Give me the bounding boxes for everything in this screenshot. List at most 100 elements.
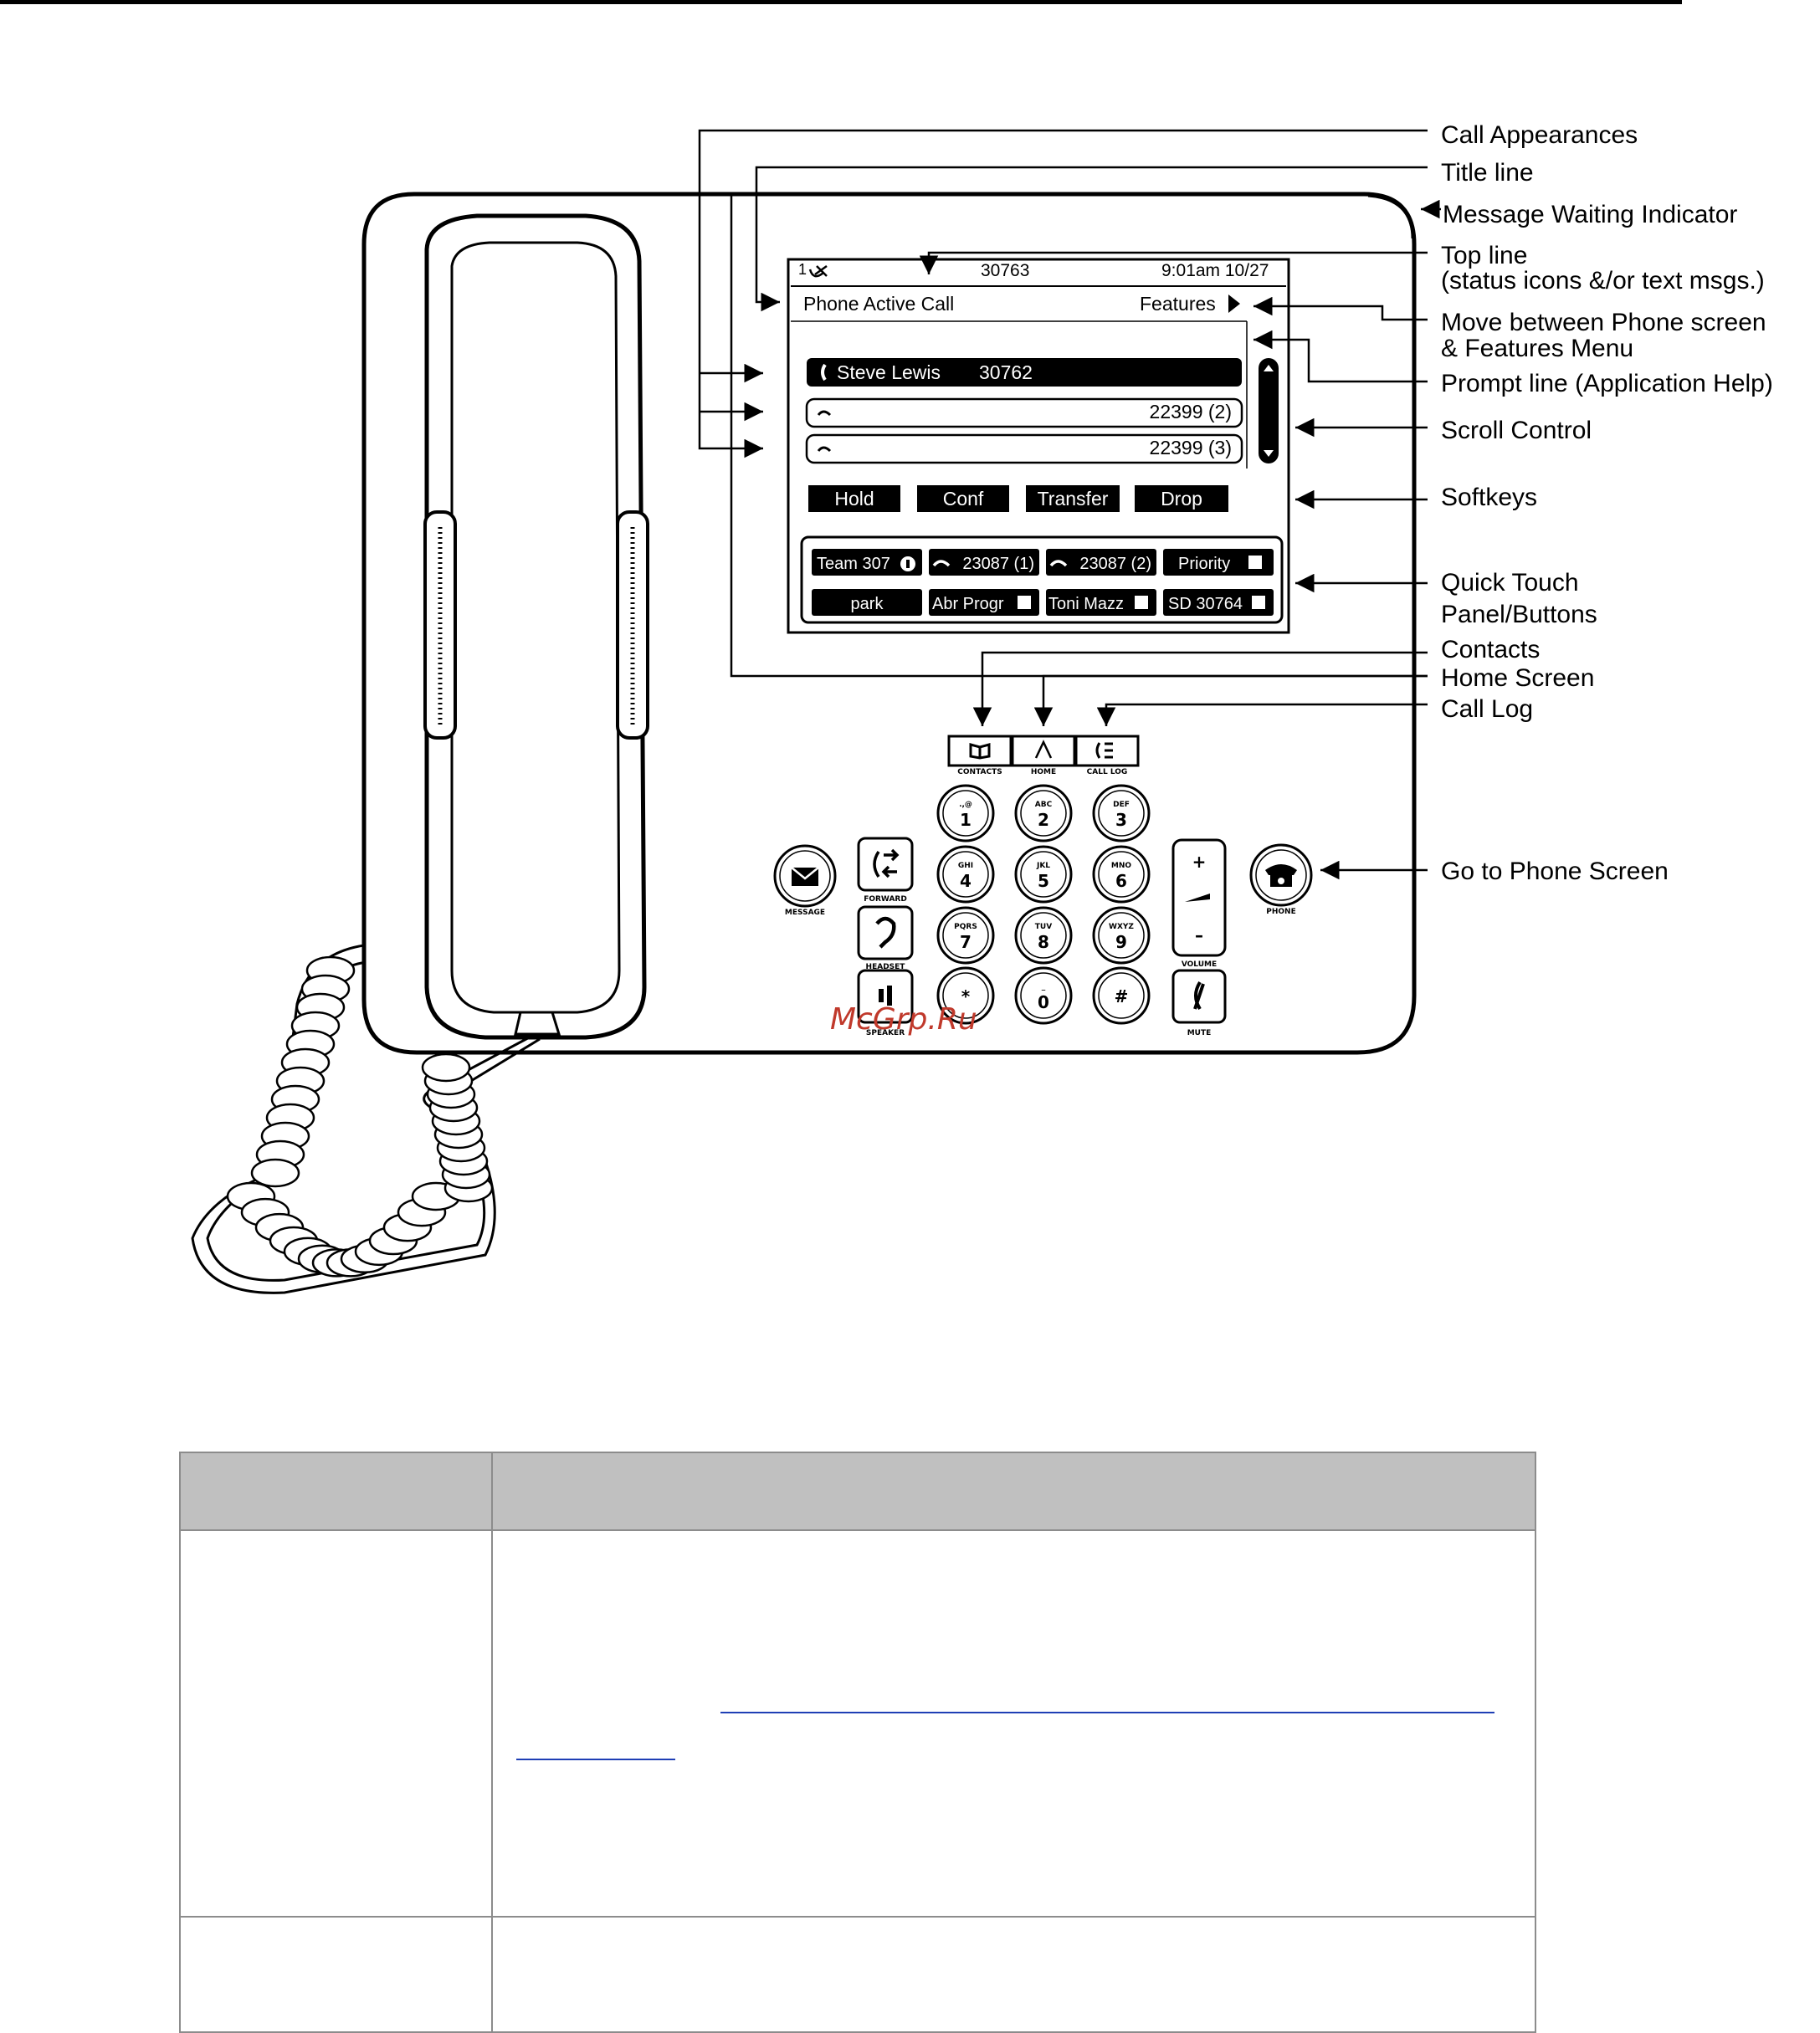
quick-touch-toni-mazz[interactable]: Toni Mazz [1046, 589, 1156, 616]
keypad-key-number: 2 [1038, 810, 1049, 830]
keypad-key-hash[interactable]: # [1092, 966, 1151, 1025]
table-row [179, 1916, 1536, 2033]
mute-button[interactable]: MUTE [1171, 969, 1227, 1037]
softkey-hold[interactable]: Hold [808, 485, 900, 512]
quick-touch-abr-progr-label: Abr Progr [932, 595, 1004, 613]
status-square-icon [1248, 556, 1262, 569]
forward-caption: FORWARD [864, 895, 907, 904]
quick-touch-team[interactable]: Team 307 [812, 549, 922, 576]
quick-touch-park-label: park [851, 595, 884, 613]
volume-minus[interactable]: – [1195, 925, 1203, 945]
call-appearance-2-label: 22399 (2) [1150, 401, 1232, 422]
onhook-icon [932, 560, 951, 567]
telephone-icon [1265, 864, 1297, 887]
phone-button[interactable]: PHONE [1249, 843, 1313, 916]
cord-coil [250, 1158, 300, 1188]
speaker-caption: SPEAKER [866, 1029, 905, 1037]
hyperlink-rule[interactable] [516, 1759, 675, 1760]
contacts-button[interactable]: CONTACTS [947, 735, 1013, 776]
keypad-key-0[interactable]: _0 [1014, 966, 1073, 1025]
onhook-icon [817, 446, 832, 453]
description-table [179, 1452, 1536, 2033]
message-button[interactable]: MESSAGE [773, 844, 837, 917]
keypad-key-letters: PQRS [954, 923, 977, 931]
quick-touch-team-label: Team 307 [817, 555, 890, 573]
contacts-caption: CONTACTS [957, 768, 1002, 776]
message-caption: MESSAGE [785, 909, 825, 917]
headset-icon [875, 916, 896, 949]
keypad-key-letters: WXYZ [1109, 923, 1134, 931]
quick-touch-toni-mazz-label: Toni Mazz [1048, 595, 1124, 613]
call-appearance-2[interactable]: 22399 (2) [805, 397, 1243, 428]
table-cell [491, 1916, 1536, 2033]
call-log-button[interactable]: CALL LOG [1074, 735, 1140, 776]
volume-ramp-icon [1185, 894, 1210, 902]
call-appearance-3[interactable]: 22399 (3) [805, 433, 1243, 464]
quick-touch-23087-2[interactable]: 23087 (2) [1046, 549, 1156, 576]
quick-touch-priority[interactable]: Priority [1163, 549, 1274, 576]
features-label: Features [1140, 293, 1216, 315]
call-status-icon [808, 264, 828, 278]
scroll-control[interactable] [1259, 358, 1279, 463]
features-button[interactable]: Features [1140, 293, 1240, 315]
call-appearance-1[interactable]: Steve Lewis 30762 [807, 358, 1242, 387]
table-header-cell [491, 1452, 1536, 1531]
callout-quick-touch-2: Panel/Buttons [1441, 601, 1597, 628]
headset-button[interactable]: HEADSET [857, 905, 914, 971]
callout-contacts: Contacts [1441, 636, 1540, 663]
quick-touch-priority-label: Priority [1178, 555, 1230, 573]
callout-call-appearances: Call Appearances [1441, 121, 1638, 149]
forward-button[interactable]: FORWARD [857, 837, 914, 904]
volume-control[interactable]: + – VOLUME [1171, 838, 1227, 969]
table-header-row [179, 1452, 1536, 1531]
call-appearance-3-label: 22399 (3) [1150, 437, 1232, 458]
onhook-icon [817, 410, 832, 417]
features-arrow-icon [1228, 294, 1240, 313]
callout-lines [698, 129, 1441, 880]
keypad-key-letters: _ [1042, 983, 1046, 991]
top-line-datetime: 9:01am 10/27 [1161, 261, 1269, 280]
home-icon [1034, 740, 1053, 759]
keypad-key-star[interactable]: * [936, 966, 995, 1025]
keypad-key-letters: DEF [1113, 801, 1130, 809]
callout-prompt-line: Prompt line (Application Help) [1441, 370, 1773, 397]
callout-home-screen: Home Screen [1441, 664, 1594, 692]
softkey-drop[interactable]: Drop [1135, 485, 1228, 512]
volume-plus[interactable]: + [1192, 852, 1207, 872]
keypad-key-number: * [961, 986, 971, 1006]
keypad-key-number: # [1115, 986, 1129, 1006]
home-button[interactable]: HOME [1011, 735, 1076, 776]
scroll-down-icon [1264, 450, 1274, 457]
hyperlink-rule[interactable] [720, 1712, 1494, 1713]
top-line-extension: 30763 [981, 261, 1029, 280]
keypad-key-letters: JKL [1036, 862, 1050, 870]
callout-softkeys: Softkeys [1441, 484, 1537, 511]
keypad-key-number: 8 [1038, 932, 1049, 952]
quick-touch-23087-1[interactable]: 23087 (1) [929, 549, 1039, 576]
softkey-conf[interactable]: Conf [917, 485, 1009, 512]
call-log-icon [1095, 742, 1113, 759]
home-caption: HOME [1031, 768, 1056, 776]
quick-touch-park[interactable]: park [812, 589, 922, 616]
softkey-transfer[interactable]: Transfer [1026, 485, 1120, 512]
speaker-button[interactable]: SPEAKER [857, 969, 914, 1037]
keypad-key-number: 0 [1038, 992, 1049, 1012]
mute-icon [1193, 981, 1205, 1011]
quick-touch-sd-30764[interactable]: SD 30764 [1163, 589, 1274, 616]
status-square-icon [1252, 596, 1265, 609]
status-square-icon [1135, 596, 1148, 609]
quick-touch-abr-progr[interactable]: Abr Progr [929, 589, 1039, 616]
table-cell [491, 1529, 1536, 1918]
offhook-icon [821, 363, 827, 382]
keypad-key-1[interactable]: .,@1 [936, 784, 995, 842]
callout-title-line: Title line [1441, 159, 1534, 187]
headset-caption: HEADSET [866, 963, 906, 971]
